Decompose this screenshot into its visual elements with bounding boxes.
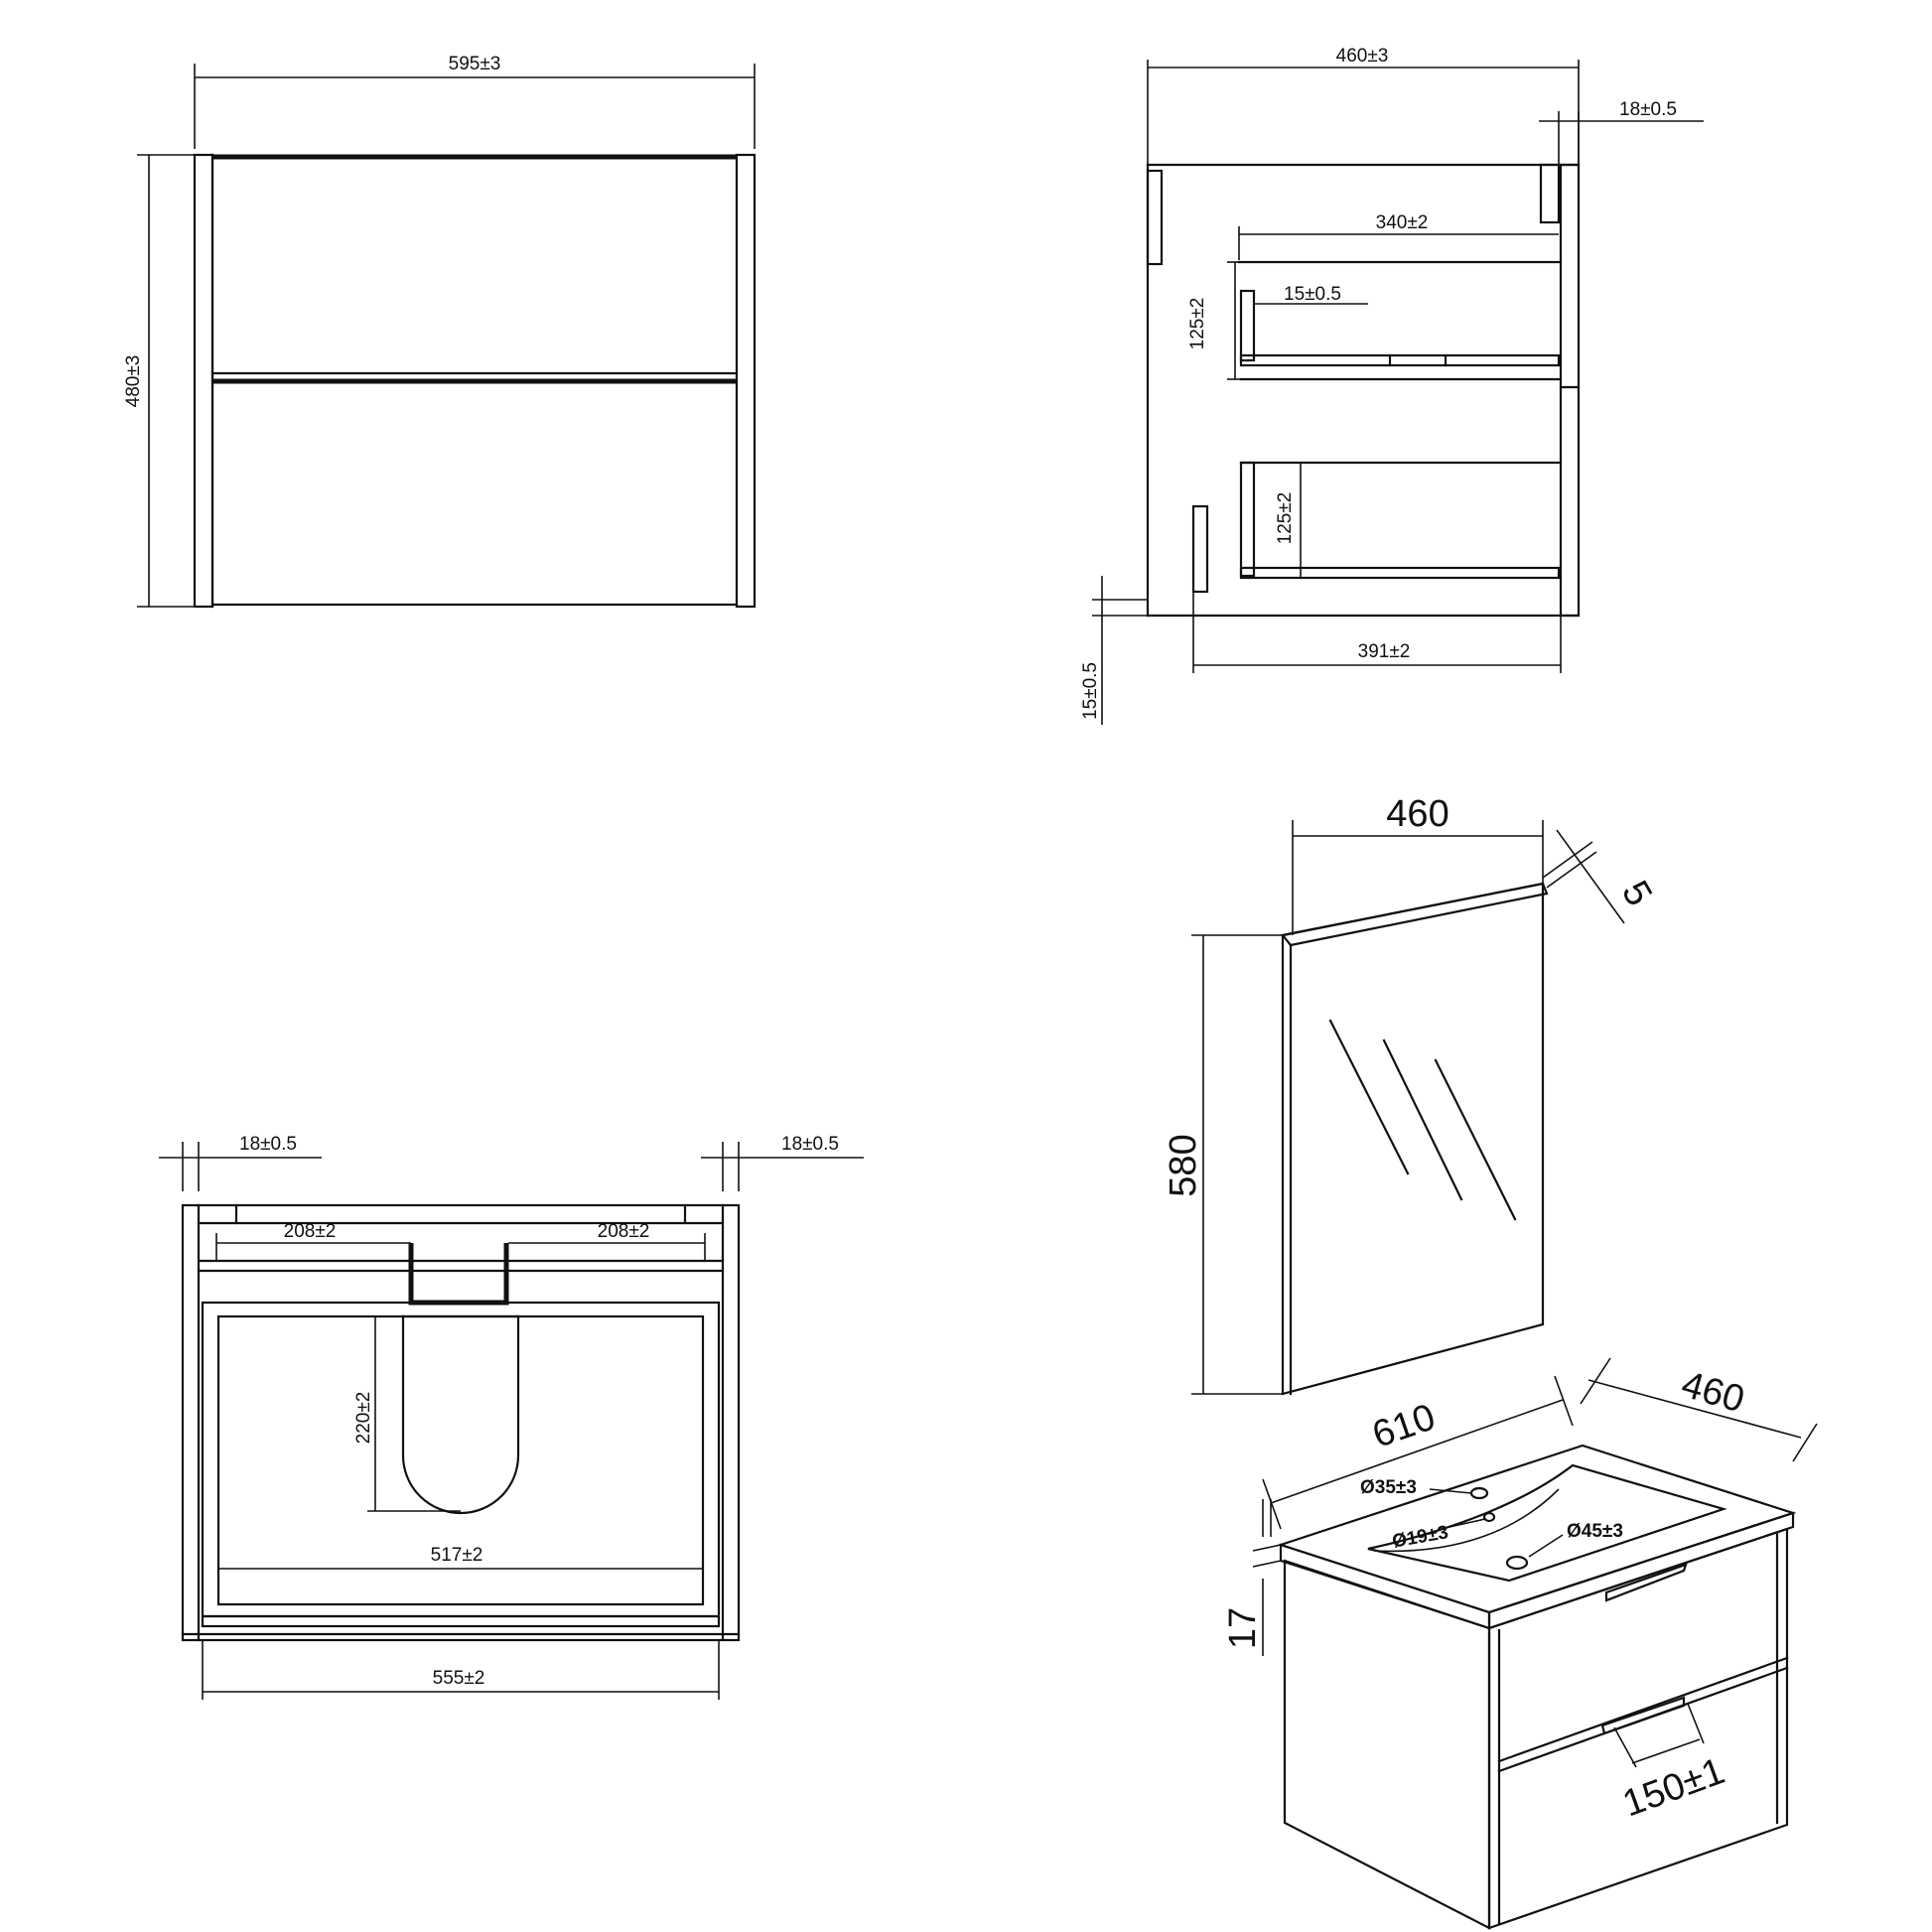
front-height-label: 480±3	[123, 355, 144, 408]
bottom-depth-label: 391±2	[1358, 641, 1411, 662]
side-section-view: 460±3 18±0.5 340±2 15±0.5 125±2	[1080, 46, 1704, 725]
front-width-label: 595±3	[449, 54, 501, 74]
drain-label: Ø45±3	[1567, 1521, 1623, 1542]
front-left-panel	[193, 153, 214, 609]
drawer-height-top-label: 125±2	[1187, 298, 1208, 350]
mirror-panel	[1281, 882, 1545, 1396]
mirror-thickness-label: 5	[1613, 874, 1660, 912]
top-drawer-handle	[1604, 1563, 1688, 1602]
drawer-depth-label: 340±2	[1376, 212, 1429, 233]
right-cut-label: 208±2	[598, 1221, 650, 1242]
basin-depth-label: 460	[1677, 1364, 1749, 1422]
left-cut-label: 208±2	[284, 1221, 337, 1242]
top-thickness-label: 17	[1222, 1607, 1264, 1649]
drawer-side-label: 15±0.5	[1284, 284, 1341, 305]
inner-width-label: 517±2	[431, 1545, 483, 1566]
side-depth-label: 460±3	[1336, 46, 1389, 67]
outer-width-label: 555±2	[433, 1668, 485, 1689]
bottom-offset-label: 15±0.5	[1080, 662, 1101, 720]
drawer-height-bottom-label: 125±2	[1275, 492, 1296, 545]
notch-depth-label: 220±2	[353, 1392, 374, 1445]
bottom-drawer-handle	[1600, 1696, 1686, 1735]
front-right-panel	[735, 153, 757, 609]
top-left-panel-label: 18±0.5	[239, 1134, 297, 1155]
top-view: 18±0.5 18±0.5 208±2 208±2 220±2 517	[159, 1134, 864, 1700]
mirror-height-label: 580	[1163, 1134, 1204, 1196]
side-panel-label: 18±0.5	[1619, 99, 1677, 120]
basin-unit-view: 610 460 150±1 Ø35±3 Ø19±3	[1222, 1357, 1818, 1930]
top-right-panel-label: 18±0.5	[781, 1134, 839, 1155]
front-view: 595±3 480±3	[123, 54, 757, 609]
mirror-view: 460 5 580	[1163, 793, 1660, 1396]
handle-width-label: 150±1	[1617, 1750, 1729, 1826]
tap-hole-label: Ø35±3	[1360, 1477, 1417, 1498]
mirror-width-label: 460	[1386, 793, 1449, 835]
